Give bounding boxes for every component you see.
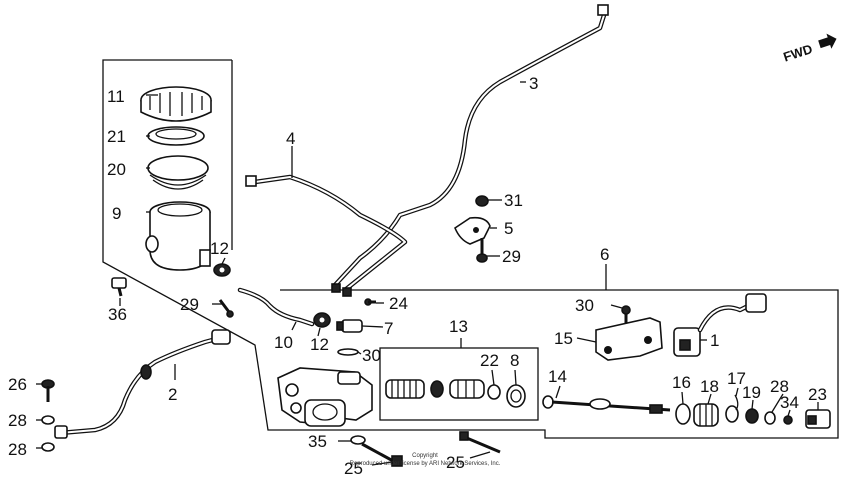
callout-9: 9 bbox=[112, 204, 121, 223]
seal-cup-part bbox=[430, 380, 444, 398]
clutch-switch-part bbox=[673, 293, 767, 357]
callout-22: 22 bbox=[480, 351, 499, 370]
pipe-fittings-part bbox=[331, 283, 352, 297]
leader-lines bbox=[36, 81, 819, 466]
bolt-25-right-part bbox=[459, 431, 501, 454]
callout-26: 26 bbox=[8, 375, 27, 394]
reservoir-tank-part bbox=[145, 201, 211, 271]
bolt-36-part bbox=[111, 277, 127, 297]
washer-35-part bbox=[350, 435, 366, 445]
callout-3: 3 bbox=[529, 74, 538, 93]
nut-part bbox=[475, 195, 489, 207]
callout-34: 34 bbox=[780, 393, 799, 412]
callout-19: 19 bbox=[742, 383, 761, 402]
washer-16-part bbox=[675, 403, 691, 425]
callout-28-upper: 28 bbox=[8, 411, 27, 430]
fwd-arrow-icon: FWD bbox=[781, 33, 837, 65]
callout-6: 6 bbox=[600, 245, 609, 264]
callout-13: 13 bbox=[449, 317, 468, 336]
hose-clamp-upper-part bbox=[213, 263, 231, 277]
banjo-bolt-part bbox=[41, 379, 55, 402]
callout-5: 5 bbox=[504, 219, 513, 238]
callout-24: 24 bbox=[389, 294, 408, 313]
callout-36: 36 bbox=[108, 305, 127, 324]
washer-30-part bbox=[337, 348, 359, 356]
clip-17-part bbox=[725, 394, 739, 423]
callout-14: 14 bbox=[548, 367, 567, 386]
callout-21: 21 bbox=[107, 127, 126, 146]
copyright-line1: Copyright bbox=[412, 453, 438, 459]
bolt-25-left-part bbox=[361, 442, 403, 467]
boot-8-part bbox=[506, 384, 526, 408]
callout-35: 35 bbox=[308, 432, 327, 451]
hose-clamp-lower-part bbox=[313, 312, 331, 328]
callout-25-right: 25 bbox=[446, 453, 465, 472]
washer-27-part bbox=[764, 411, 776, 425]
joint-fitting-part bbox=[336, 319, 363, 333]
callout-labels: 11 21 20 9 3 4 12 31 5 29 6 24 30 7 13 1… bbox=[8, 74, 827, 478]
callout-20: 20 bbox=[107, 160, 126, 179]
callout-2: 2 bbox=[168, 385, 177, 404]
clutch-pipe-short-part bbox=[245, 174, 408, 293]
clutch-pipe-long-part bbox=[332, 4, 609, 288]
fwd-label: FWD bbox=[781, 41, 814, 64]
pushrod-part bbox=[542, 395, 671, 414]
callout-11: 11 bbox=[107, 87, 125, 106]
callout-30: 30 bbox=[362, 346, 381, 365]
piston-part bbox=[449, 379, 485, 399]
washer-28-upper-part bbox=[41, 415, 55, 425]
clutch-hose-part bbox=[54, 329, 231, 439]
clevis-23-part bbox=[805, 409, 831, 429]
reservoir-cap-part bbox=[140, 86, 212, 122]
callout-1: 1 bbox=[710, 331, 719, 350]
seal-kit-box bbox=[379, 347, 539, 421]
spring-18-part bbox=[693, 403, 719, 427]
bushing-19-part bbox=[745, 408, 759, 424]
callout-23: 23 bbox=[808, 385, 827, 404]
callout-18: 18 bbox=[700, 377, 719, 396]
callout-8: 8 bbox=[510, 351, 519, 370]
gasket-ring-part bbox=[147, 126, 205, 146]
pipe-bracket-part bbox=[454, 216, 491, 245]
callout-27: 28 bbox=[770, 377, 789, 396]
callout-33: 31 bbox=[504, 191, 523, 210]
callout-10: 10 bbox=[274, 333, 293, 352]
switch-bracket-part bbox=[595, 317, 663, 361]
reservoir-group-outline bbox=[102, 59, 839, 439]
callout-29: 29 bbox=[180, 295, 199, 314]
callout-17: 17 bbox=[727, 369, 746, 388]
bleed-screw-part bbox=[364, 298, 376, 306]
bolt-32-part bbox=[621, 305, 631, 324]
seal-22-part bbox=[487, 384, 501, 400]
bolt-31-part bbox=[476, 238, 488, 263]
callout-12-upper: 12 bbox=[210, 239, 229, 258]
nut-34-part bbox=[783, 415, 793, 425]
callout-32: 30 bbox=[575, 296, 594, 315]
callout-25-left: 25 bbox=[344, 459, 363, 478]
diaphragm-part bbox=[147, 155, 209, 190]
spring-part bbox=[385, 379, 425, 399]
reservoir-hose-part bbox=[237, 287, 315, 327]
callout-15: 15 bbox=[554, 329, 573, 348]
washer-28-lower-part bbox=[41, 442, 55, 452]
callout-28-lower: 28 bbox=[8, 440, 27, 459]
callout-31: 29 bbox=[502, 247, 521, 266]
callout-4: 4 bbox=[286, 129, 295, 148]
copyright-line2: Reproduced under license by ARI Network … bbox=[350, 461, 501, 467]
callout-7: 7 bbox=[384, 319, 393, 338]
callout-12-lower: 12 bbox=[310, 335, 329, 354]
bolt-29-part bbox=[218, 299, 234, 318]
master-cylinder-part bbox=[277, 367, 373, 427]
callout-16: 16 bbox=[672, 373, 691, 392]
